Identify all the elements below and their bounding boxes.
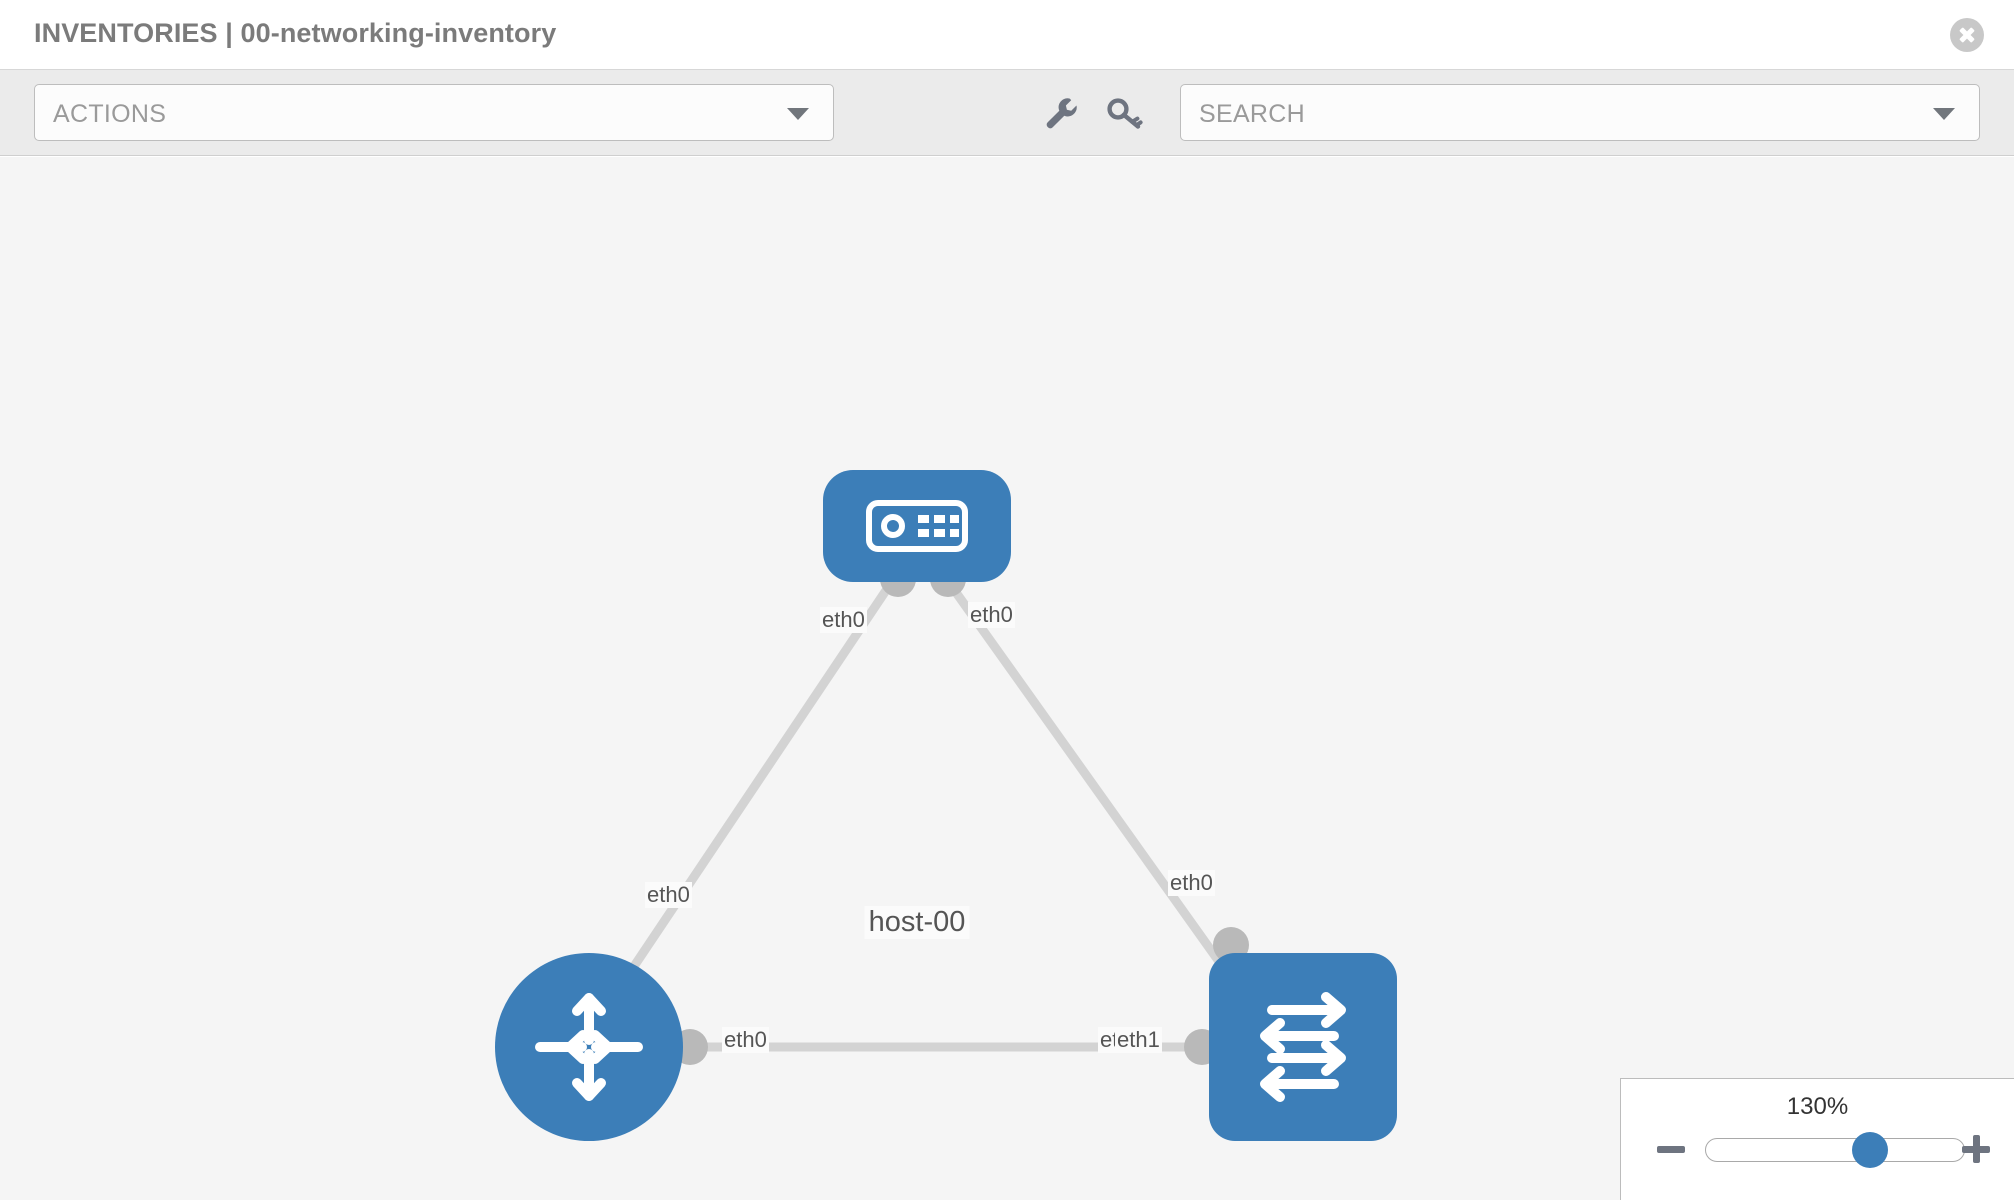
wrench-icon[interactable] [1040, 92, 1082, 134]
key-icon[interactable] [1104, 92, 1146, 134]
link-host-switch [941, 574, 1259, 1015]
search-placeholder: SEARCH [1199, 100, 1305, 128]
if-label-router-switch: eth0 [722, 1027, 769, 1053]
chevron-down-icon[interactable] [1933, 107, 1955, 120]
zoom-slider-track[interactable] [1705, 1132, 1965, 1168]
topology-graph: host-00 router-00 [0, 157, 2014, 1200]
server-icon [866, 500, 968, 552]
minus-icon[interactable] [1657, 1135, 1685, 1163]
search-input[interactable]: SEARCH [1180, 84, 1980, 141]
page-header: INVENTORIES | 00-networking-inventory [0, 0, 2014, 70]
if-label-host-switch: eth0 [968, 602, 1015, 628]
chevron-down-icon [787, 107, 809, 120]
close-icon[interactable] [1950, 18, 1984, 52]
zoom-control-panel: 130% [1620, 1078, 2014, 1200]
if-label-host-router: eth0 [820, 607, 867, 633]
link-host-router [596, 574, 899, 1020]
page-title: INVENTORIES | 00-networking-inventory [34, 18, 557, 48]
actions-dropdown[interactable]: ACTIONS [34, 84, 834, 141]
router-arrows-icon [535, 993, 643, 1101]
toolbar: ACTIONS SEARCH [0, 70, 2014, 156]
node-host-00[interactable]: host-00 [823, 470, 1011, 939]
node-router-00-shape[interactable] [495, 953, 683, 1141]
plus-icon[interactable] [1962, 1135, 1990, 1163]
topology-canvas[interactable]: host-00 router-00 [0, 157, 2014, 1200]
if-label-switch-host: eth0 [1168, 870, 1215, 896]
zoom-slider-thumb[interactable] [1851, 1132, 1888, 1168]
if-label-router-host: eth0 [645, 882, 692, 908]
node-host-00-label: host-00 [864, 906, 970, 939]
node-router-00[interactable]: router-00 [495, 953, 683, 1141]
node-host-00-shape[interactable] [823, 470, 1011, 582]
switch-arrows-icon [1260, 992, 1346, 1102]
zoom-level-value: 130% [1786, 1093, 1849, 1120]
node-switch-00[interactable]: switch-00 [1209, 953, 1397, 1141]
node-switch-00-shape[interactable] [1209, 953, 1397, 1141]
if-label-switch-router-b: eth1 [1115, 1027, 1162, 1053]
topology-links [596, 574, 1259, 1052]
actions-dropdown-label: ACTIONS [53, 100, 167, 128]
